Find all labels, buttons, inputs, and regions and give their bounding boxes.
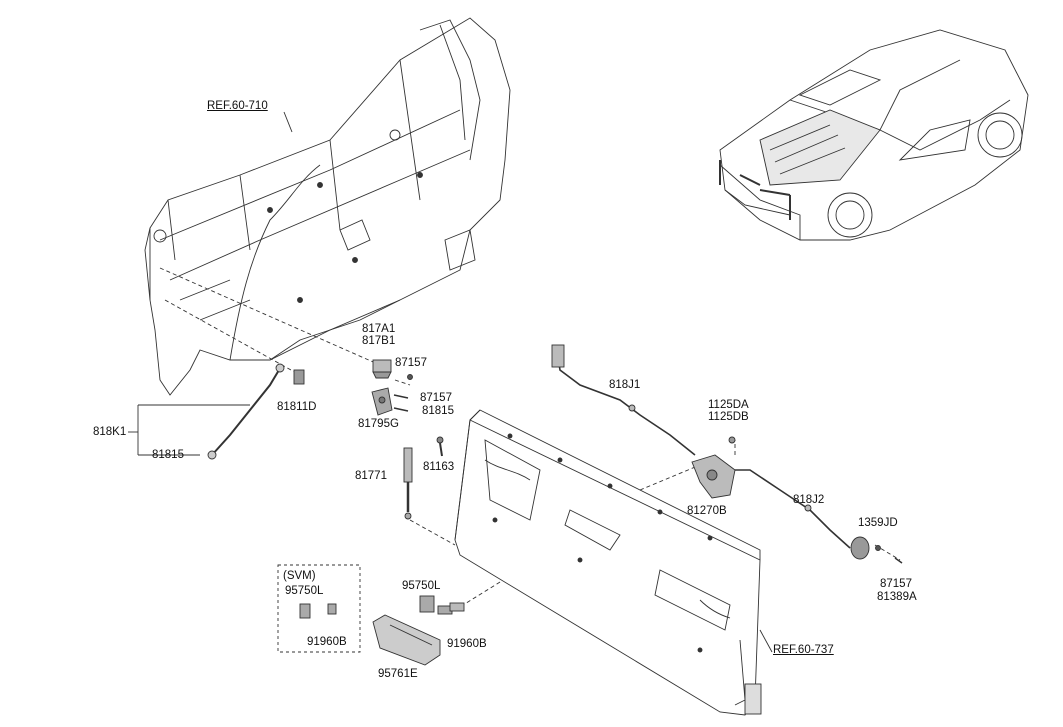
- label-1359JD: 1359JD: [858, 517, 898, 529]
- svm-box: [277, 564, 361, 653]
- label-81270B: 81270B: [687, 505, 727, 517]
- label-81811D: 81811D: [277, 401, 317, 413]
- bumper-81811D: [293, 369, 305, 385]
- label-818J1: 818J1: [609, 379, 641, 391]
- label-81389A: 81389A: [877, 591, 917, 603]
- latch-81270B: [691, 436, 736, 499]
- body-inner-panel: [144, 17, 511, 396]
- label-95750L-a: 95750L: [285, 585, 324, 597]
- svm-camera: [299, 603, 337, 619]
- handle-1359JD: [850, 536, 903, 564]
- label-1125DB: 1125DB: [708, 411, 749, 423]
- label-svm-tag: (SVM): [283, 570, 316, 582]
- label-818K1: 818K1: [93, 426, 127, 438]
- label-91960B-b: 91960B: [447, 638, 487, 650]
- vehicle-illustration: [719, 29, 1029, 241]
- camera-95750L: [419, 595, 465, 615]
- bolt-81815-a: [393, 407, 409, 412]
- label-87157-b: 87157: [420, 392, 452, 404]
- label-818J2: 818J2: [793, 494, 825, 506]
- bolt-87157-b: [393, 394, 409, 399]
- label-817B1: 817B1: [362, 335, 396, 347]
- striker-817A1: [372, 359, 392, 379]
- bracket-81795G: [371, 387, 393, 416]
- bolt-87157-a: [407, 374, 413, 380]
- label-leaders: [128, 404, 250, 456]
- cable-818J1: [551, 344, 696, 456]
- label-81815-b: 81815: [152, 449, 184, 461]
- handle-95761E: [372, 614, 441, 666]
- label-1125DA: 1125DA: [708, 399, 749, 411]
- label-87157-a: 87157: [395, 357, 427, 369]
- gas-strut-81771: [403, 447, 413, 520]
- cable-818K1: [207, 363, 285, 460]
- label-81771: 81771: [355, 470, 387, 482]
- label-81815-a: 81815: [422, 405, 454, 417]
- label-91960B-a: 91960B: [307, 636, 347, 648]
- label-87157-c: 87157: [880, 578, 912, 590]
- tailgate-panel: [454, 409, 762, 716]
- ref-lower-label[interactable]: REF.60-737: [773, 644, 834, 656]
- cable-818J2: [735, 469, 851, 549]
- ref-upper-label[interactable]: REF.60-710: [207, 100, 268, 112]
- label-95761E: 95761E: [378, 668, 418, 680]
- ref-upper-leader: [283, 111, 293, 133]
- label-817A1: 817A1: [362, 323, 396, 335]
- label-95750L-b: 95750L: [402, 580, 441, 592]
- label-81795G: 81795G: [358, 418, 399, 430]
- ref-lower-leader: [759, 629, 773, 653]
- ball-stud-81163: [436, 436, 444, 457]
- label-81163: 81163: [423, 461, 455, 473]
